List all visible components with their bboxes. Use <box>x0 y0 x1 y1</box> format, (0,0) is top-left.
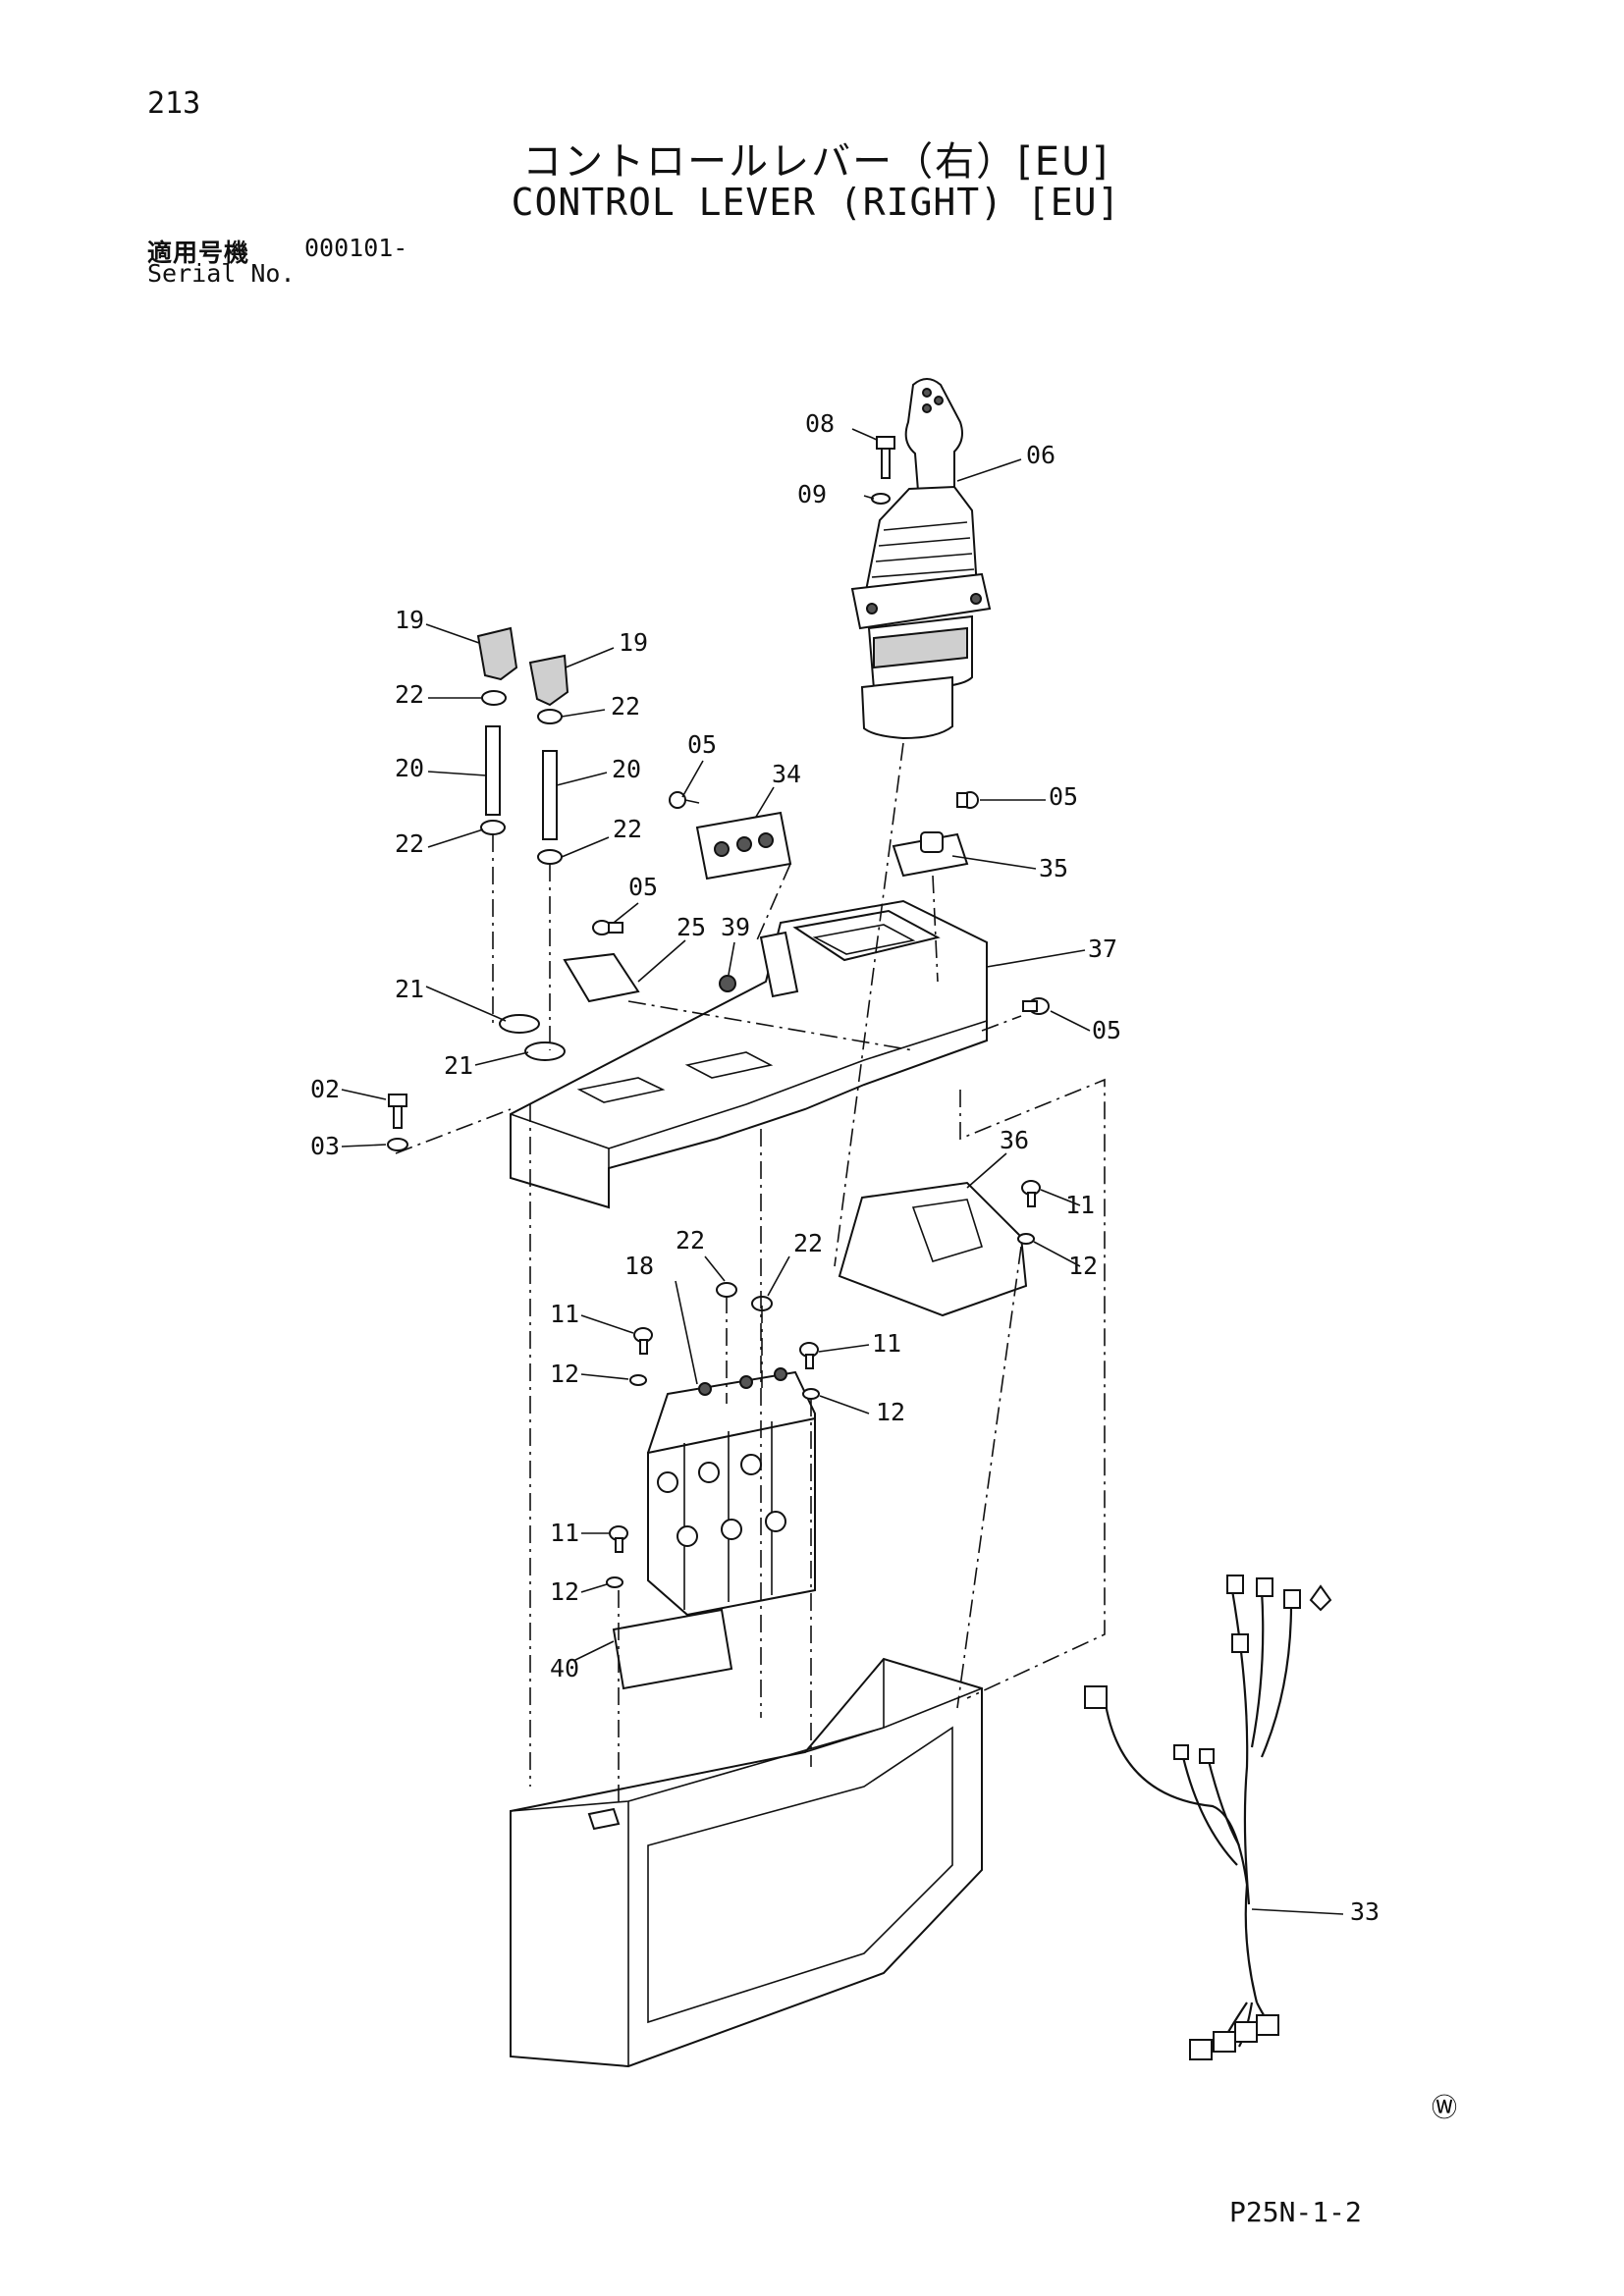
console-cover-part-37 <box>510 899 988 1209</box>
callout-12-a: 12 <box>1068 1252 1098 1280</box>
callout-18: 18 <box>624 1252 654 1280</box>
callout-06: 06 <box>1026 441 1056 469</box>
nut-part-22-a <box>481 690 507 706</box>
callout-21-b: 21 <box>444 1051 473 1080</box>
leader-lines <box>341 428 1344 1915</box>
drawing-code: P25N-1-2 <box>1229 2196 1362 2228</box>
callout-12-d: 12 <box>550 1577 579 1606</box>
switch-part-35 <box>892 831 969 878</box>
callout-11-a: 11 <box>1065 1191 1095 1219</box>
callout-22-e: 22 <box>676 1226 705 1255</box>
callout-19-left: 19 <box>395 606 424 634</box>
callout-labels: 08 06 09 19 19 22 22 20 20 22 22 05 34 0… <box>310 409 1380 1926</box>
callout-22-f: 22 <box>793 1229 823 1257</box>
console-stand-frame <box>510 1657 983 2068</box>
screw-part-05-c <box>1022 997 1050 1015</box>
callout-11-c: 11 <box>872 1329 901 1358</box>
rod-left-part-20 <box>485 725 501 816</box>
callout-21-a: 21 <box>395 975 424 1003</box>
grommet-part-39 <box>719 975 736 992</box>
callout-05-d: 05 <box>1092 1016 1121 1044</box>
title-japanese: コントロールレバー（右）[EU] <box>522 139 1110 185</box>
watermark-w-symbol: Ⓦ <box>1432 2094 1457 2123</box>
title-english: CONTROL LEVER (RIGHT) [EU] <box>511 181 1121 224</box>
callout-03: 03 <box>310 1132 340 1160</box>
nut-part-22-b <box>537 709 563 724</box>
nut-part-22-e <box>716 1282 737 1298</box>
callout-20-right: 20 <box>612 755 641 783</box>
serial-label-english: Serial No. <box>147 259 296 288</box>
plate-part-40 <box>612 1608 733 1690</box>
callout-34: 34 <box>772 760 801 788</box>
callout-11-b: 11 <box>550 1300 579 1328</box>
switch-panel-part-34 <box>695 811 792 881</box>
screw-part-11-c <box>799 1342 819 1369</box>
bolt-part-08 <box>876 436 895 479</box>
callout-19-right: 19 <box>619 628 648 657</box>
washer-part-12-d <box>606 1576 623 1588</box>
boot-cover-part-36 <box>838 1181 1028 1317</box>
washer-part-12-c <box>802 1388 820 1400</box>
bracket-part-25 <box>563 952 640 1003</box>
callout-22-d: 22 <box>613 815 642 843</box>
callout-39: 39 <box>721 913 750 941</box>
washer-part-12-b <box>629 1374 647 1386</box>
serial-label-japanese: 適用号機 <box>147 239 250 267</box>
callout-08: 08 <box>805 409 835 438</box>
callout-22-c: 22 <box>395 829 424 858</box>
callout-36: 36 <box>1000 1126 1029 1154</box>
callout-05-c: 05 <box>628 873 658 901</box>
washer-part-12-a <box>1017 1233 1035 1245</box>
callout-09: 09 <box>797 480 827 508</box>
joystick-grip-part-06 <box>850 378 992 740</box>
knob-left-part-19 <box>476 626 518 681</box>
callout-37: 37 <box>1088 934 1117 963</box>
callout-05-a: 05 <box>687 730 717 759</box>
wire-harness-part-33 <box>1084 1575 1332 2060</box>
screw-part-11-d <box>609 1525 628 1553</box>
screw-part-05-a <box>669 791 700 809</box>
page-number: 213 <box>147 86 201 121</box>
alignment-lines <box>395 742 1106 1806</box>
callout-22-a: 22 <box>395 680 424 709</box>
callout-02: 02 <box>310 1075 340 1103</box>
callout-05-b: 05 <box>1049 782 1078 811</box>
rod-right-part-20 <box>542 750 558 840</box>
plate-part-21-b <box>524 1041 566 1061</box>
washer-part-03 <box>387 1138 408 1151</box>
callout-12-b: 12 <box>550 1360 579 1388</box>
callout-11-d: 11 <box>550 1519 579 1547</box>
pilot-valve-part-18 <box>646 1367 816 1617</box>
plate-part-21-a <box>499 1014 540 1034</box>
nut-part-22-d <box>537 849 563 865</box>
screw-part-11-a <box>1021 1180 1041 1207</box>
knob-right-part-19 <box>528 654 569 707</box>
screw-part-05-b <box>956 791 979 809</box>
bolt-part-02 <box>388 1094 407 1129</box>
nut-part-22-c <box>480 820 506 835</box>
washer-part-09 <box>871 493 891 505</box>
screw-part-05-d <box>592 920 623 935</box>
screw-part-11-b <box>633 1327 653 1355</box>
callout-33: 33 <box>1350 1897 1380 1926</box>
callout-35: 35 <box>1039 854 1068 882</box>
callout-25: 25 <box>677 913 706 941</box>
callout-22-b: 22 <box>611 692 640 721</box>
callout-40: 40 <box>550 1654 579 1682</box>
serial-number-value: 000101- <box>304 234 408 262</box>
callout-12-c: 12 <box>876 1398 905 1426</box>
callout-20-left: 20 <box>395 754 424 782</box>
